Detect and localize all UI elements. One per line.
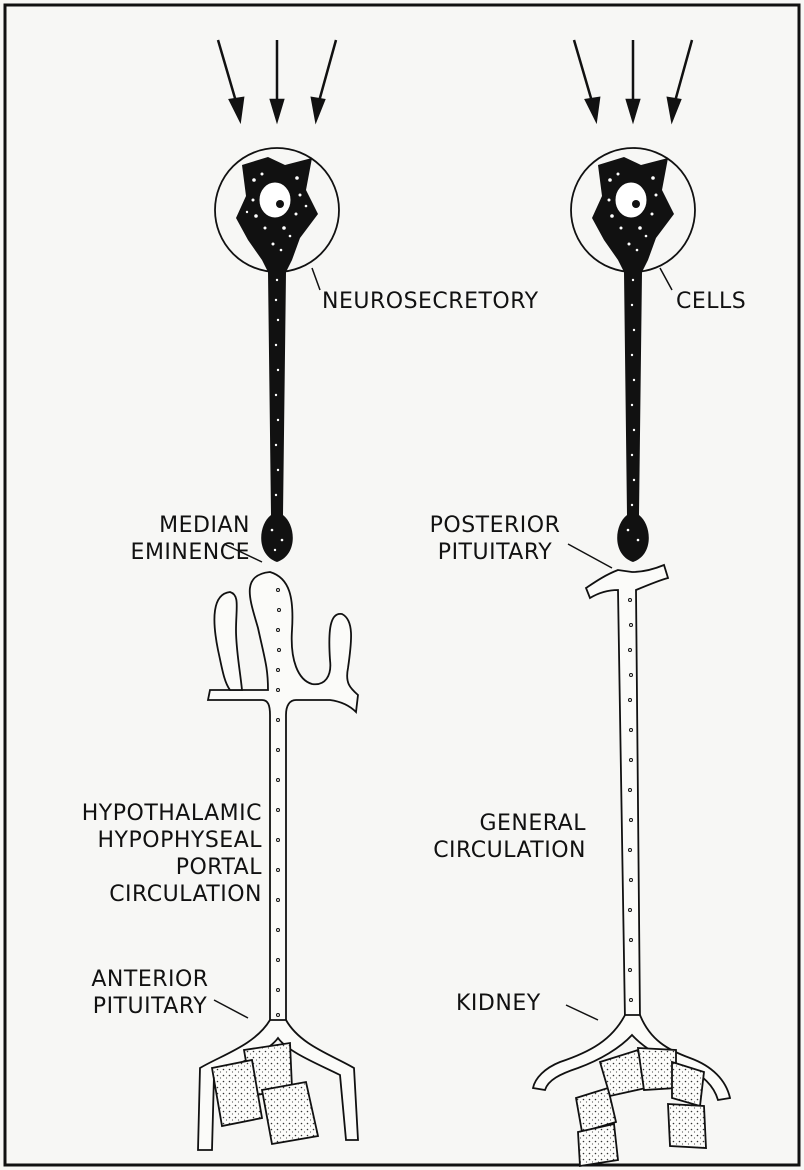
- left-neurosecretory-cell: [215, 148, 339, 562]
- label-hypothalamic-hypophyseal-portal-circulation: HYPOTHALAMIC HYPOPHYSEAL PORTAL CIRCULAT…: [60, 800, 262, 908]
- label-kidney: KIDNEY: [456, 990, 541, 1017]
- label-anterior-line2: PITUITARY: [84, 993, 216, 1020]
- label-neurosecretory: NEUROSECRETORY: [322, 288, 539, 315]
- label-posterior-line1: POSTERIOR: [424, 512, 566, 539]
- label-general-circulation: GENERAL CIRCULATION: [414, 810, 586, 864]
- label-anterior-line1: ANTERIOR: [84, 966, 216, 993]
- label-hypo-line1: HYPOTHALAMIC: [60, 800, 262, 827]
- label-cells: CELLS: [676, 288, 746, 315]
- left-capillary-loops: [208, 572, 358, 1025]
- right-input-arrows: [574, 40, 692, 120]
- label-posterior-line2: PITUITARY: [424, 539, 566, 566]
- label-general-line1: GENERAL: [414, 810, 586, 837]
- posterior-pituitary-vessel: [586, 565, 668, 1020]
- label-hypo-line2: HYPOPHYSEAL: [60, 827, 262, 854]
- label-anterior-pituitary: ANTERIOR PITUITARY: [84, 966, 216, 1020]
- label-median-line1: MEDIAN: [112, 512, 250, 539]
- label-median-eminence: MEDIAN EMINENCE: [112, 512, 250, 566]
- label-median-line2: EMINENCE: [112, 539, 250, 566]
- kidney-cells: [576, 1048, 706, 1166]
- label-hypo-line4: CIRCULATION: [60, 881, 262, 908]
- label-general-line2: CIRCULATION: [414, 837, 586, 864]
- left-input-arrows: [218, 40, 336, 120]
- label-posterior-pituitary: POSTERIOR PITUITARY: [424, 512, 566, 566]
- label-hypo-line3: PORTAL: [60, 854, 262, 881]
- right-neurosecretory-cell: [571, 148, 695, 562]
